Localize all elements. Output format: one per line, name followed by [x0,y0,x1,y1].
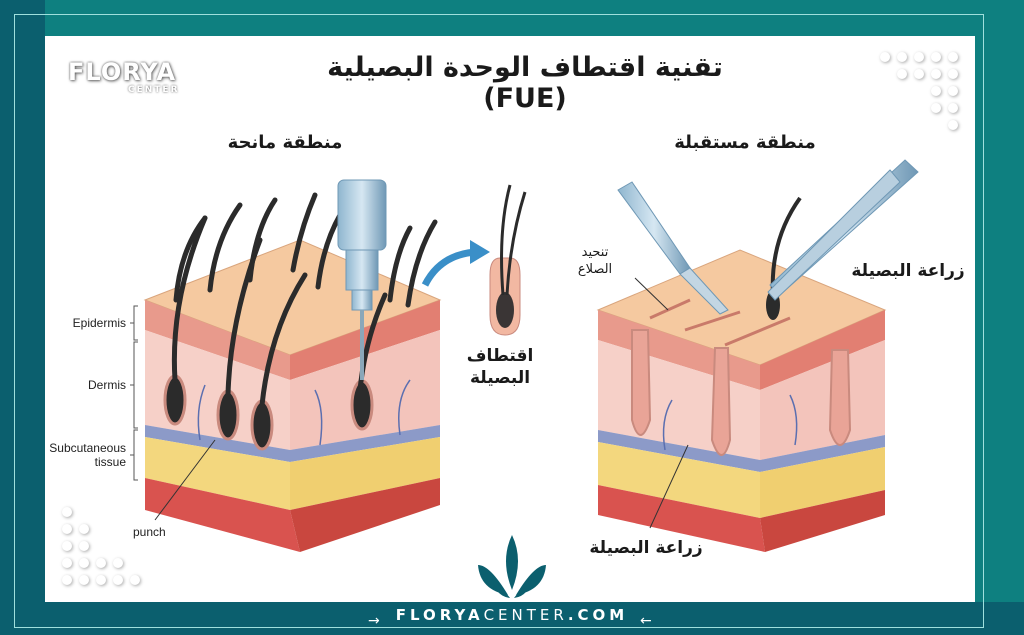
footer-arrow-left-icon: → [368,613,380,629]
extraction-label-line1: اقتطاف [466,346,534,366]
frame-left-band [0,0,45,635]
implant-label-top: زراعة البصيلة [851,261,965,281]
extraction-arrow-icon [421,248,476,287]
recipient-area-title: منطقة مستقبلة [674,132,816,153]
extracted-follicle [489,184,527,336]
extraction-label: اقتطاف البصيلة [455,345,545,389]
layer-label-subcutaneous: Subcutaneous tissue [44,441,126,469]
footer-arrow-right-icon: ← [640,613,652,629]
frame-inner-line [14,14,984,628]
footer-website[interactable]: FLORYACENTER.COM [0,606,1024,624]
layer-label-subcutaneous-line2: tissue [94,455,126,469]
footer-brand-bold: FLORYA [395,606,484,624]
layer-label-dermis: Dermis [88,378,126,392]
scalpel-tool [617,181,729,315]
layer-label-epidermis: Epidermis [72,316,126,330]
layer-brackets [130,305,138,481]
donor-area-title: منطقة مانحة [227,132,343,153]
layer-label-subcutaneous-line1: Subcutaneous [49,441,126,455]
incision-label-line1: تنحيد [581,245,609,260]
brand-logo: FLORYA CENTER [68,58,188,95]
logo-sub-text: CENTER [128,85,180,95]
implant-label-bottom: زراعة البصيلة [589,538,703,558]
implant-leader-line [649,444,689,529]
punch-label: punch [133,525,166,539]
donor-skin-block [143,192,442,552]
leaf-logo-icon [478,535,546,598]
logo-main-text: FLORYA [68,58,177,86]
incision-label-line2: الصلاع [577,262,613,277]
page-title: تقنية اقتطاف الوحدة البصيلية (FUE) [327,52,723,114]
frame-bottom-band [0,602,1024,635]
recipient-skin-block [596,196,887,552]
extraction-label-line2: البصيلة [469,368,531,388]
incision-leader-line [634,277,669,311]
incision-label: تنحيد الصلاع [565,244,625,278]
footer-brand-tld: .COM [567,606,629,624]
punch-leader-line [154,439,216,521]
punch-tool [337,179,387,380]
footer-brand-light: CENTER [483,606,568,624]
forceps-tool [767,159,919,301]
